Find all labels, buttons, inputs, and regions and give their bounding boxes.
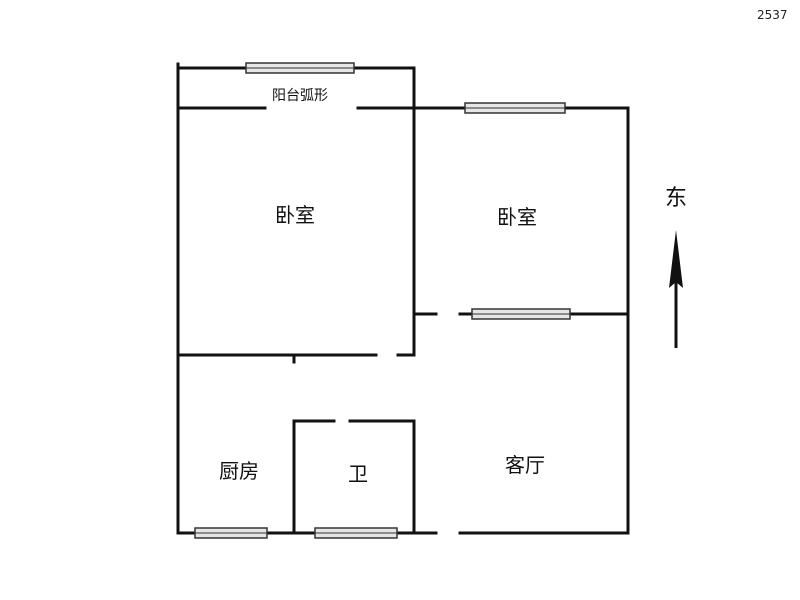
window-balcony-top bbox=[245, 62, 355, 74]
room-label-bedroom-left: 卧室 bbox=[275, 203, 315, 227]
image-id-text: 2537 bbox=[757, 8, 788, 22]
window-bathroom-bottom bbox=[314, 527, 398, 539]
balcony-label: 阳台弧形 bbox=[272, 88, 328, 104]
room-label-living-room: 客厅 bbox=[505, 453, 545, 477]
window-right-bedroom-top bbox=[464, 102, 566, 114]
compass-direction-label: 东 bbox=[665, 186, 688, 211]
window-bedroom-living-partition bbox=[471, 308, 571, 320]
room-label-bathroom: 卫 bbox=[348, 462, 368, 486]
windows bbox=[194, 62, 571, 539]
window-kitchen-bottom bbox=[194, 527, 268, 539]
room-label-bedroom-right: 卧室 bbox=[497, 205, 537, 229]
room-label-kitchen: 厨房 bbox=[219, 459, 259, 483]
north-arrow-icon bbox=[669, 230, 683, 348]
